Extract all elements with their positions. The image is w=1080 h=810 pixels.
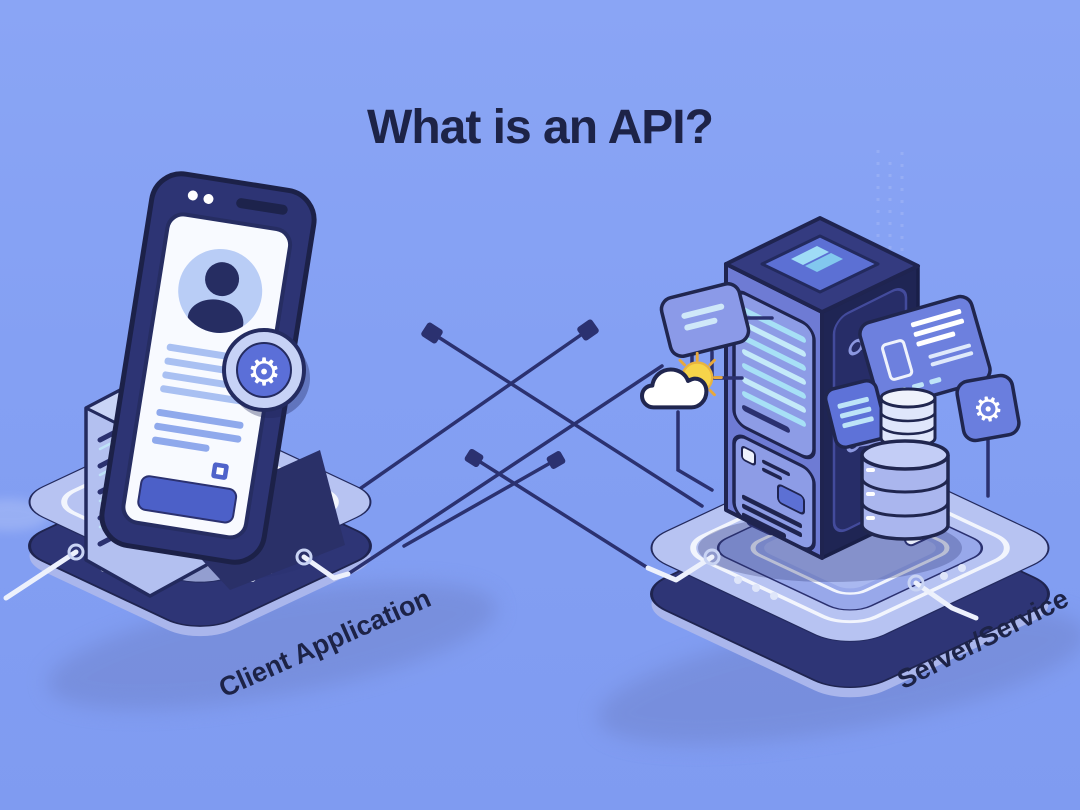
screen-button bbox=[137, 475, 238, 524]
page-title: What is an API? bbox=[367, 101, 714, 154]
api-connection-arrows-upper bbox=[316, 319, 704, 520]
gear-badge-icon: ⚙ bbox=[222, 328, 310, 418]
gear-glyph: ⚙ bbox=[247, 350, 281, 394]
cloud-sun-icon bbox=[639, 351, 723, 410]
card-connectors bbox=[676, 316, 990, 498]
credit-card-icon bbox=[858, 294, 992, 410]
database-icon bbox=[860, 387, 950, 541]
arrow-node bbox=[546, 451, 566, 469]
phone-speaker bbox=[236, 198, 288, 215]
server-front-panels bbox=[732, 290, 816, 552]
list-card-icon bbox=[823, 378, 889, 450]
wire-ports bbox=[67, 543, 925, 592]
gear-glyph: ⚙ bbox=[970, 388, 1007, 433]
screen-text-lines-2 bbox=[151, 408, 244, 452]
arrow-node bbox=[421, 322, 443, 344]
arrow-node bbox=[577, 319, 599, 341]
wires bbox=[3, 549, 979, 621]
gear-card-icon: ⚙ bbox=[955, 373, 1021, 443]
platform-edge-dots bbox=[734, 564, 966, 600]
api-connection-arrows-lower bbox=[346, 364, 664, 576]
message-card-icon bbox=[659, 282, 751, 358]
arrow-node bbox=[464, 448, 484, 468]
